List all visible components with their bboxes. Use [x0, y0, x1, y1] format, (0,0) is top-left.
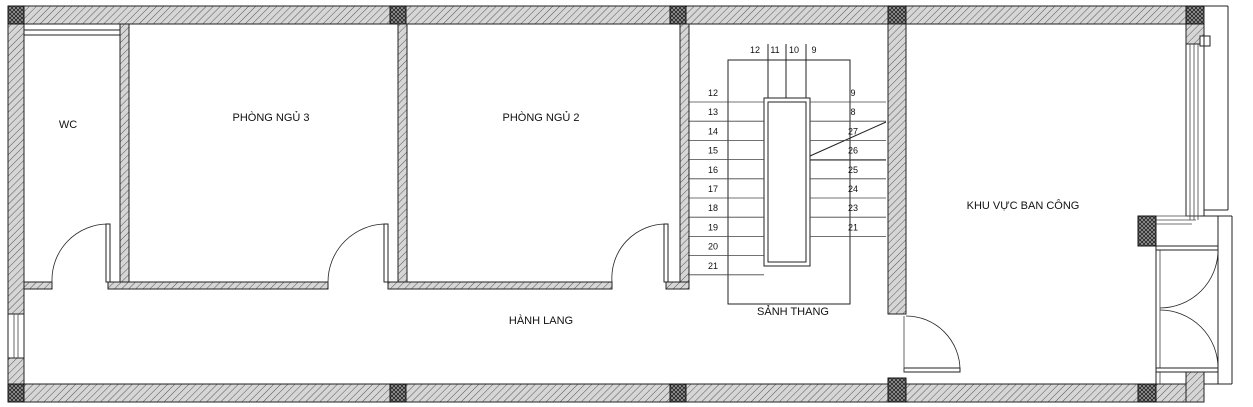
- stair-step-number: 27: [848, 126, 858, 136]
- door-bedroom3: [327, 223, 389, 283]
- left-window: [7, 313, 25, 359]
- stair-step-number: 10: [789, 45, 799, 55]
- door-wc: [51, 223, 111, 283]
- room-label-balcony: KHU VỰC BAN CÔNG: [967, 199, 1080, 212]
- stair-step-number: 12: [750, 45, 760, 55]
- room-label-wc: WC: [59, 119, 77, 131]
- balcony-double-door: [1155, 215, 1233, 385]
- stair-step-number: 26: [848, 146, 858, 156]
- room-label-corridor: HÀNH LANG: [509, 314, 573, 327]
- stair-step-number: 19: [708, 222, 718, 232]
- interior-walls: [23, 23, 907, 315]
- staircase: 12 11 10 9 12 13 14 15 16 17 18 19 20 21 9 8 27 26 25 24 23 2…: [688, 44, 887, 305]
- balcony-window: [1156, 5, 1229, 225]
- stair-step-number: 17: [708, 184, 718, 194]
- room-label-bedroom-3: PHÒNG NGỦ 3: [232, 111, 309, 124]
- stair-step-number: 18: [708, 203, 718, 213]
- room-label-bedroom-2: PHÒNG NGỦ 2: [502, 111, 579, 124]
- stair-step-number: 8: [850, 107, 855, 117]
- stair-step-number: 20: [708, 242, 718, 252]
- door-balcony: [903, 315, 961, 373]
- stair-step-number: 21: [708, 261, 718, 271]
- stair-step-number: 25: [848, 165, 858, 175]
- stair-step-number: 21: [848, 222, 858, 232]
- stair-step-number: 16: [708, 165, 718, 175]
- stair-step-number: 11: [770, 45, 779, 55]
- stair-step-number: 9: [811, 45, 816, 55]
- stair-step-number: 23: [848, 203, 858, 213]
- stair-step-number: 15: [708, 146, 718, 156]
- room-label-stair-hall: SẢNH THANG: [757, 305, 829, 318]
- stair-step-number: 24: [848, 184, 858, 194]
- stair-step-number: 12: [708, 88, 718, 98]
- structural-columns: [7, 5, 1205, 403]
- stair-step-number: 13: [708, 107, 718, 117]
- door-bedroom2: [611, 223, 669, 283]
- stair-step-number: 14: [708, 126, 718, 136]
- stair-step-number: 9: [850, 88, 855, 98]
